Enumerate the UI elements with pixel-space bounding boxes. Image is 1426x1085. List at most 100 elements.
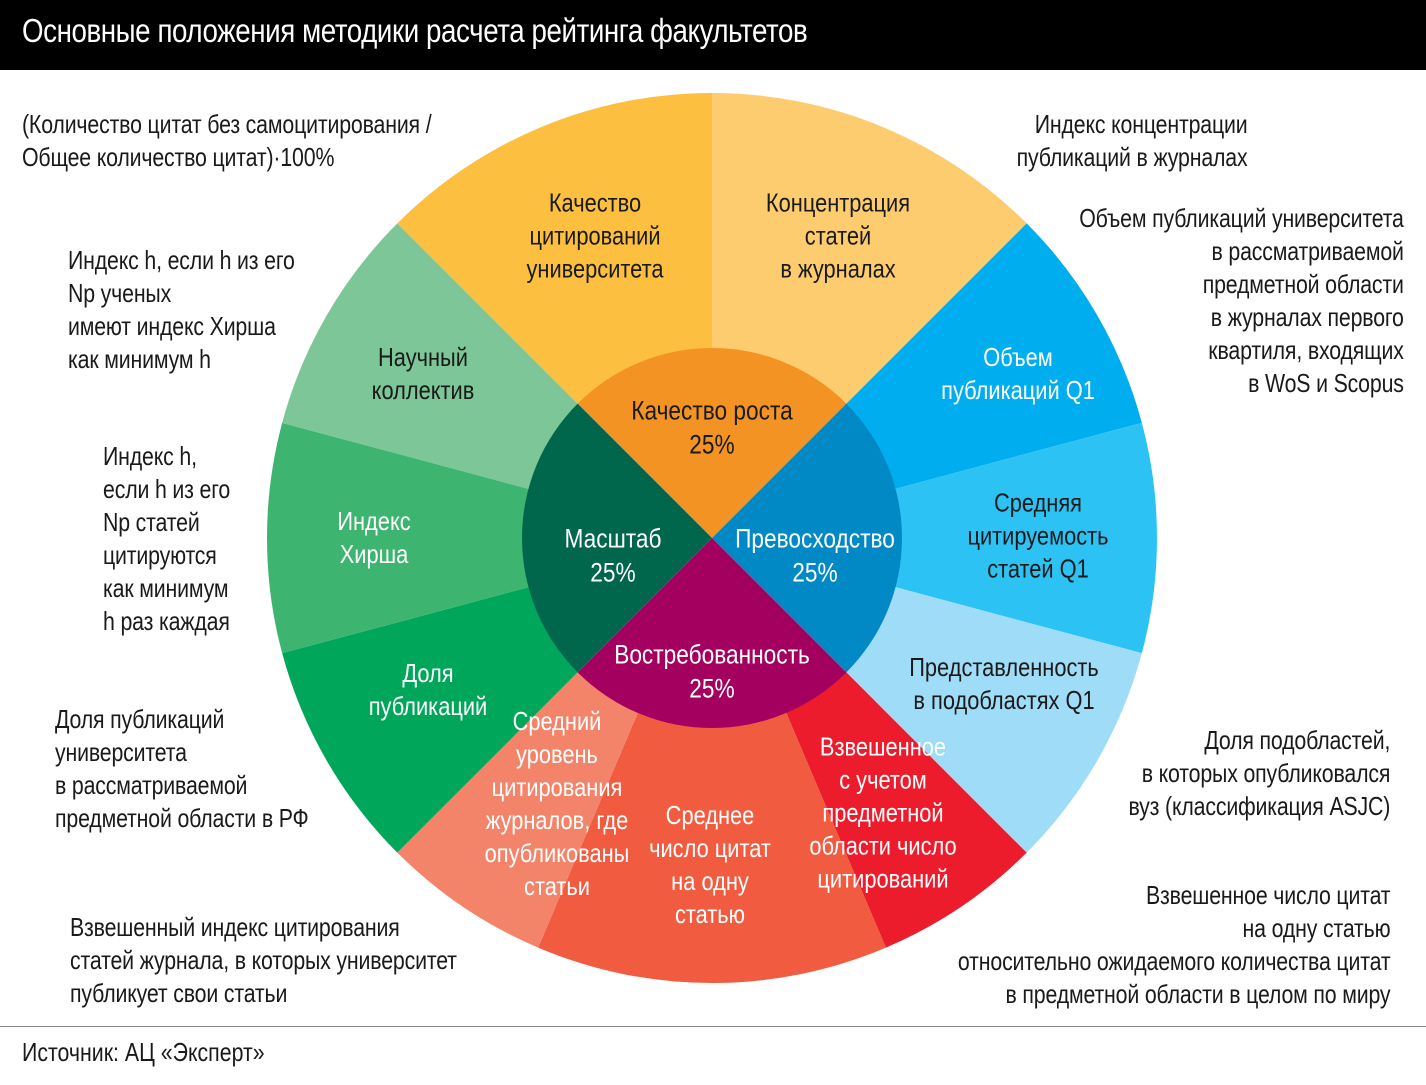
segment-label-line: цитирования <box>492 774 623 803</box>
segment-label-line: в подобластях Q1 <box>913 687 1094 716</box>
inner-label-top: Качество роста 25% <box>631 395 793 459</box>
segment-avg-citations <box>538 711 886 983</box>
note-line: Np статей <box>103 507 200 537</box>
segment-label-line: статей <box>805 222 871 251</box>
segment-label-publication-share: Доля публикаций <box>369 660 488 722</box>
segment-hirsch-index <box>266 422 530 654</box>
segment-label-line: Взвешенное <box>820 733 946 762</box>
note-line: Np ученых <box>68 278 172 308</box>
note-line: статей журнала, в которых университет <box>70 945 457 975</box>
segment-label-line: уровень <box>516 741 598 770</box>
note-line: в рассматриваемой <box>1211 236 1404 266</box>
note-line: Индекс концентрации <box>1034 109 1247 139</box>
note-line: относительно ожидаемого количества цитат <box>957 946 1391 976</box>
segment-q1-citedness <box>894 422 1157 654</box>
note-line: как минимум h <box>68 344 211 374</box>
segment-label-line: на одну <box>671 868 749 897</box>
note-journal-level: Взвешенный индекс цитирования статей жур… <box>70 911 457 1010</box>
note-hirsch: Индекс h, если h из его Np статей цитиру… <box>103 440 230 638</box>
segment-label-line: области число <box>809 832 956 861</box>
segment-label-line: Хирша <box>340 541 409 570</box>
segment-label-line: Научный <box>378 344 468 373</box>
segment-label-line: публикаций <box>369 693 488 722</box>
segment-label-weighted-citations: Взвешенное с учетом предметной области числ… <box>809 733 956 894</box>
segment-label-line: Представленность <box>909 654 1099 683</box>
note-line: вуз (классификация ASJC) <box>1128 791 1390 821</box>
note-line: если h из его <box>103 474 231 504</box>
inner-label-name: Масштаб <box>565 523 662 553</box>
segment-label-line: Индекс <box>337 508 410 537</box>
inner-label-share: 25% <box>689 429 734 459</box>
segment-label-q1-subareas: Представленность в подобластях Q1 <box>909 654 1099 716</box>
segment-journal-citation-level <box>397 671 639 948</box>
note-line: Взвешенный индекс цитирования <box>70 912 400 942</box>
note-line: в рассматриваемой <box>55 770 248 800</box>
segment-label-line: Концентрация <box>766 189 910 218</box>
note-line: университета <box>55 737 187 767</box>
inner-label-name: Качество роста <box>631 395 793 425</box>
footer-divider <box>0 1026 1426 1027</box>
segment-concentration <box>712 93 1027 405</box>
segment-q1-subareas <box>845 586 1142 853</box>
inner-sector-left <box>522 403 712 673</box>
note-line: Взвешенное число цитат <box>1145 880 1391 910</box>
segment-label-journal-citation-level: Средний уровень цитирования журналов, где оп… <box>485 708 630 902</box>
note-subareas: Доля подобластей, в которых опубликовалс… <box>1128 724 1390 823</box>
note-publication-share: Доля публикаций университета в рассматри… <box>55 703 309 835</box>
note-line: (Количество цитат без самоцитирования / <box>22 109 432 139</box>
segment-label-line: цитирований <box>817 865 948 894</box>
segment-label-line: статей Q1 <box>987 555 1089 584</box>
segment-label-line: предметной <box>822 799 943 828</box>
note-line: в журналах первого <box>1211 302 1404 332</box>
segment-publication-share <box>282 586 579 853</box>
note-citation-quality: (Количество цитат без самоцитирования / … <box>22 108 432 174</box>
note-line: h раз каждая <box>103 606 230 636</box>
segment-label-line: с учетом <box>839 766 927 795</box>
segment-label-line: коллектив <box>372 377 475 406</box>
segment-label-line: в журналах <box>780 255 895 284</box>
note-line: Индекс h, если h из его <box>68 245 295 275</box>
segment-label-line: Качество <box>549 189 641 218</box>
segment-label-line: число цитат <box>649 835 771 864</box>
note-line: на одну статью <box>1242 913 1390 943</box>
note-line: публикует свои статьи <box>70 978 288 1008</box>
note-weighted: Взвешенное число цитат на одну статью от… <box>957 879 1391 1011</box>
inner-label-name: Превосходство <box>735 523 895 553</box>
segment-label-line: журналов, где <box>486 807 629 836</box>
segment-label-line: Средняя <box>994 489 1082 518</box>
note-line: цитируются <box>103 540 217 570</box>
page-title: Основные положения методики расчета рейт… <box>22 12 808 49</box>
segment-label-line: статью <box>675 901 745 930</box>
inner-sector-bottom <box>577 538 847 728</box>
note-line: Объем публикаций университета <box>1079 203 1404 233</box>
inner-sector-right <box>712 403 902 673</box>
note-line: публикаций в журналах <box>1016 142 1247 172</box>
note-line: в которых опубликовался <box>1141 758 1391 788</box>
source-note: Источник: АЦ «Эксперт» <box>22 1037 265 1067</box>
segment-label-line: опубликованы <box>485 840 630 869</box>
note-line: в WoS и Scopus <box>1248 368 1404 398</box>
segment-label-line: цитирований <box>529 222 660 251</box>
note-line: Доля публикаций <box>55 704 225 734</box>
note-line: Доля подобластей, <box>1204 725 1390 755</box>
note-line: в предметной области в целом по миру <box>1005 979 1390 1009</box>
segment-research-team <box>282 223 579 490</box>
inner-label-share: 25% <box>689 673 734 703</box>
note-line: как минимум <box>103 573 229 603</box>
note-line: предметной области <box>1202 269 1404 299</box>
segment-label-line: Доля <box>402 660 453 689</box>
note-research-team: Индекс h, если h из его Np ученых имеют … <box>68 244 295 376</box>
segment-label-line: Средний <box>513 708 602 737</box>
segment-label-concentration: Концентрация статей в журналах <box>766 189 910 284</box>
segment-citation-quality <box>397 93 712 405</box>
note-line: имеют индекс Хирша <box>68 311 276 341</box>
segment-label-line: публикаций Q1 <box>941 377 1095 406</box>
note-line: предметной области в РФ <box>55 803 309 833</box>
